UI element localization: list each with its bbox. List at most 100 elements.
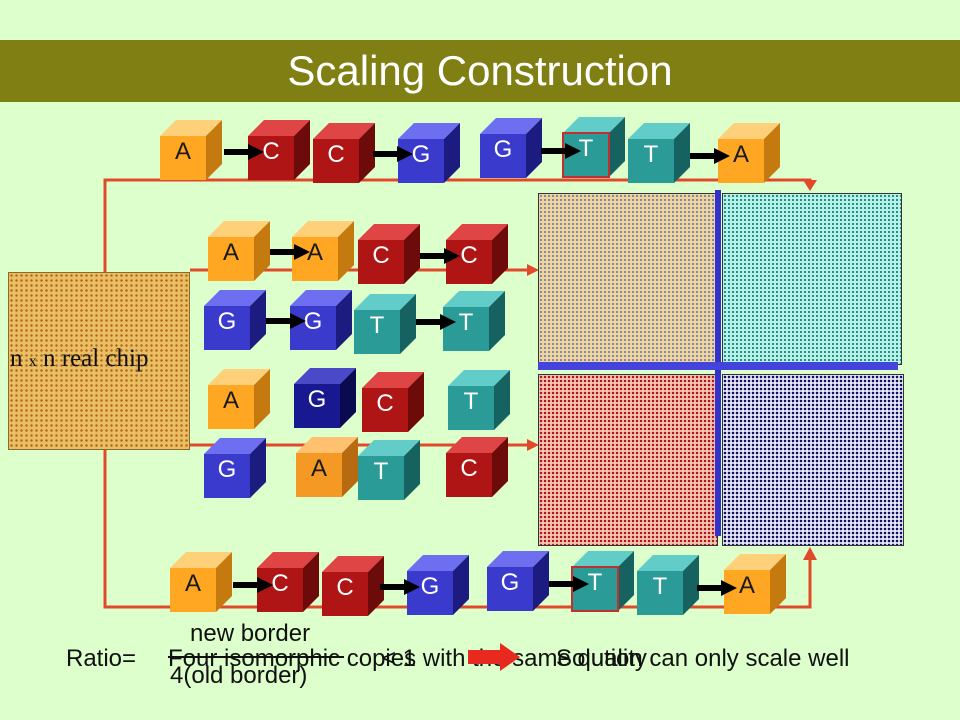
top-cube-8: A xyxy=(718,123,780,183)
cube-shape xyxy=(443,291,505,351)
cube-label: T xyxy=(463,388,479,415)
cube-shape xyxy=(448,370,510,430)
cube-shape xyxy=(204,438,266,498)
ratio-denominator: 4(old border) xyxy=(170,662,308,689)
cube-shape xyxy=(718,123,780,183)
cube-label: G xyxy=(420,573,440,600)
cube-label: A xyxy=(184,570,201,597)
bottom-cube-3: C xyxy=(322,556,384,616)
cube-shape xyxy=(398,123,460,183)
cube-shape xyxy=(354,294,416,354)
rule-3-cube-4: T xyxy=(448,370,510,430)
cube-label: G xyxy=(217,308,237,335)
quadrant-bottom-left xyxy=(538,374,718,546)
conclusion-text: Solution can only scale well xyxy=(556,645,850,672)
rule-3-cube-3: C xyxy=(362,372,424,432)
quadrant-bottom-right xyxy=(722,374,904,546)
cube-label: T xyxy=(458,309,474,336)
cube-label: A xyxy=(738,572,755,599)
rule-3-cube-2: G xyxy=(294,368,356,428)
cube-shape xyxy=(160,120,222,180)
arrow-icon xyxy=(380,579,420,595)
rule-2-cube-3: T xyxy=(354,294,416,354)
cube-shape xyxy=(208,369,270,429)
cube-label: C xyxy=(460,242,478,269)
cube-shape xyxy=(446,224,508,284)
cube-shape xyxy=(362,372,424,432)
cube-label: A xyxy=(306,239,323,266)
rule-1-cube-4: C xyxy=(446,224,508,284)
arrow-icon xyxy=(373,146,413,162)
rule-connector-2-head xyxy=(527,439,539,451)
cube-label: G xyxy=(303,308,323,335)
cube-shape xyxy=(248,120,310,180)
cube-label: G xyxy=(493,136,513,163)
rule-connector-1-head xyxy=(527,264,539,276)
cube-shape xyxy=(358,440,420,500)
cube-label: C xyxy=(262,138,280,165)
arrow-icon xyxy=(690,148,730,164)
cube-label: C xyxy=(327,141,345,168)
copies-text: Four isomorphic copies with the same qua… xyxy=(168,645,647,672)
ratio-numerator: new border xyxy=(190,620,311,647)
top-cube-6: T xyxy=(562,117,625,178)
rule-4-cube-3: T xyxy=(358,440,420,500)
bottom-cube-5: G xyxy=(487,551,549,611)
arrow-icon xyxy=(416,314,456,330)
arrow-icon xyxy=(697,580,737,596)
cube-shape xyxy=(313,123,375,183)
chip-label: n x n real chip xyxy=(10,345,200,373)
cube-shape xyxy=(257,552,319,612)
cube-label: C xyxy=(376,390,394,417)
rule-1-cube-2: A xyxy=(292,221,354,281)
bottom-connector-head xyxy=(803,547,817,560)
cube-label: A xyxy=(310,455,327,482)
cube-label: C xyxy=(271,570,289,597)
ratio-less-than: < 1 xyxy=(382,645,417,672)
quadrant-top-left xyxy=(538,193,718,365)
cube-label: T xyxy=(578,135,594,162)
cube-label: G xyxy=(307,386,327,413)
title-bar: Scaling Construction xyxy=(0,40,960,102)
arrow-icon xyxy=(549,576,589,592)
cube-shape xyxy=(637,555,699,615)
top-cube-1: A xyxy=(160,120,222,180)
bottom-cube-7: T xyxy=(637,555,699,615)
bottom-cube-6: T xyxy=(571,551,634,612)
arrow-icon xyxy=(266,313,306,329)
top-cube-7: T xyxy=(628,123,690,183)
page-title: Scaling Construction xyxy=(287,47,673,94)
top-connector-head xyxy=(803,180,817,191)
cube-shape xyxy=(487,551,549,611)
rule-4-cube-2: A xyxy=(296,437,358,497)
cube-shape xyxy=(562,117,625,178)
cube-shape xyxy=(480,118,542,178)
cube-label: G xyxy=(217,456,237,483)
rule-1-cube-3: C xyxy=(358,224,420,284)
chip-label-x: x xyxy=(28,353,37,370)
top-cube-2: C xyxy=(248,120,310,180)
cube-shape xyxy=(204,290,266,350)
horizontal-border xyxy=(538,362,898,370)
cube-shape xyxy=(358,224,420,284)
cube-shape xyxy=(571,551,634,612)
cube-shape xyxy=(628,123,690,183)
rule-2-cube-2: G xyxy=(290,290,352,350)
cube-label: T xyxy=(369,312,385,339)
cube-shape xyxy=(170,552,232,612)
chip-label-rest: n real chip xyxy=(43,345,149,372)
quadrant-top-right xyxy=(722,193,902,365)
red-arrow-icon xyxy=(468,643,520,671)
chip-square xyxy=(8,272,190,450)
bottom-cube-2: C xyxy=(257,552,319,612)
bottom-cube-4: G xyxy=(407,555,469,615)
cube-shape xyxy=(290,290,352,350)
cube-shape xyxy=(322,556,384,616)
cube-shape xyxy=(208,221,270,281)
arrow-icon xyxy=(224,144,264,160)
top-cube-4: G xyxy=(398,123,460,183)
rule-4-cube-1: G xyxy=(204,438,266,498)
cube-label: T xyxy=(643,141,659,168)
cube-label: G xyxy=(411,141,431,168)
cube-label: A xyxy=(732,141,749,168)
